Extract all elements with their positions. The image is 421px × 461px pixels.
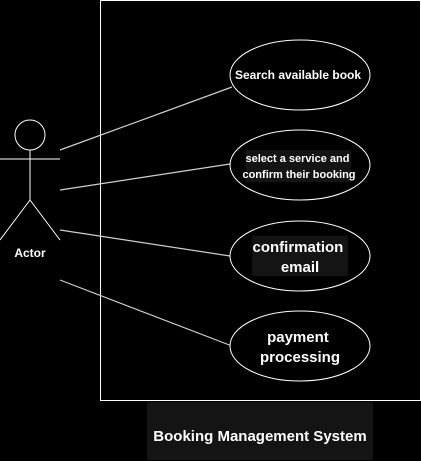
use-case-label: payment processing	[260, 329, 340, 366]
use-case-payment-processing[interactable]: payment processing	[229, 310, 371, 382]
actor-left-leg	[0, 199, 31, 241]
use-case-label-line: confirmation	[252, 239, 343, 256]
use-case-ellipse	[229, 39, 371, 111]
use-case-label-line: Search available book	[235, 68, 361, 82]
use-case-label-bg	[252, 236, 348, 276]
use-case-label-line: select a service and	[245, 153, 349, 165]
use-case-search-available-book[interactable]: Search available book	[229, 39, 371, 111]
actor-label: Actor	[14, 246, 46, 260]
use-case-ellipse	[229, 310, 371, 382]
actor-head	[14, 119, 46, 151]
association-confirmation-email[interactable]	[59, 229, 231, 257]
use-case-label-bg	[246, 150, 351, 182]
system-label: Booking Management System	[147, 402, 373, 460]
actor-right-leg	[29, 199, 61, 241]
use-case-label-line: payment	[267, 329, 329, 346]
use-case-select-service[interactable]: select a service and confirm their booki…	[229, 129, 371, 201]
use-case-confirmation-email[interactable]: confirmation email	[229, 220, 371, 292]
use-case-label: confirmation email	[252, 239, 347, 276]
use-case-label-line: processing	[260, 349, 340, 366]
associations	[59, 86, 233, 347]
use-case-label-line: email	[281, 259, 319, 276]
association-payment[interactable]	[59, 279, 233, 347]
use-case-label: Search available book	[235, 68, 361, 82]
use-case-label-line: confirm their booking	[242, 169, 355, 181]
association-select-service[interactable]	[59, 163, 231, 191]
actor[interactable]	[0, 119, 61, 241]
use-case-label: select a service and confirm their booki…	[242, 153, 355, 181]
association-search[interactable]	[59, 86, 233, 151]
